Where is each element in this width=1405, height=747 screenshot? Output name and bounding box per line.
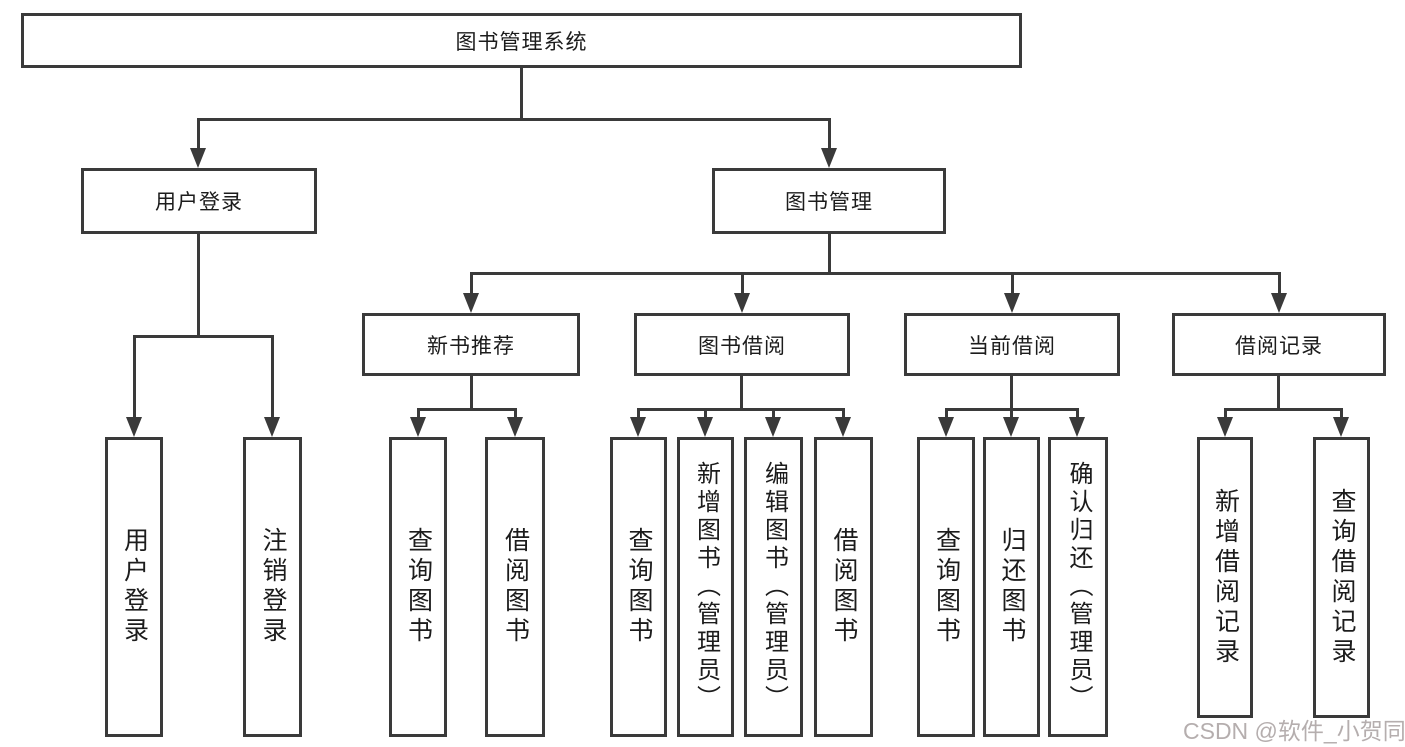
- node-new-book-rec-label: 新书推荐: [427, 334, 515, 358]
- node-book-mgmt-label: 图书管理: [785, 191, 873, 214]
- connector-book-mgmt-split: [470, 272, 1281, 275]
- leaf-borrow-edit-book-admin-label: 编辑图书（管理员）: [760, 461, 788, 713]
- arrowhead-down-icon: [630, 417, 646, 437]
- connector-user-login-stem: [197, 234, 200, 335]
- connector-user-login-split: [133, 335, 274, 338]
- leaf-current-return-book-label: 归还图书: [998, 527, 1026, 647]
- arrowhead-down-icon: [507, 417, 523, 437]
- leaf-current-return-book: 归还图书: [983, 437, 1040, 737]
- node-current-borrow-label: 当前借阅: [968, 334, 1056, 358]
- arrowhead-down-icon: [264, 417, 280, 437]
- connector-borrow-record-stem: [1277, 376, 1280, 408]
- leaf-borrow-borrow-book-label: 借阅图书: [830, 527, 858, 647]
- arrowhead-down-icon: [734, 293, 750, 313]
- node-borrow-record-label: 借阅记录: [1235, 334, 1323, 358]
- connector-new-book-split: [417, 408, 517, 411]
- node-root-label: 图书管理系统: [455, 30, 588, 54]
- connector-drop-borrow-record: [1278, 272, 1281, 295]
- connector-drop-current-borrow: [1011, 272, 1014, 295]
- node-user-login-label: 用户登录: [155, 191, 243, 214]
- connector-drop-book-borrow: [741, 272, 744, 295]
- node-book-borrow-label: 图书借阅: [698, 334, 786, 358]
- arrowhead-down-icon: [1217, 417, 1233, 437]
- connector-book-borrow-stem: [740, 376, 743, 408]
- arrowhead-down-icon: [697, 417, 713, 437]
- arrowhead-down-icon: [821, 148, 837, 168]
- connector-book-borrow-split: [637, 408, 845, 411]
- node-user-login: 用户登录: [81, 168, 317, 234]
- node-book-mgmt: 图书管理: [712, 168, 946, 234]
- leaf-current-confirm-return-admin: 确认归还（管理员）: [1048, 437, 1108, 737]
- leaf-borrow-add-book-admin: 新增图书（管理员）: [677, 437, 734, 737]
- arrowhead-down-icon: [835, 417, 851, 437]
- connector-drop-b4: [842, 408, 845, 418]
- arrowhead-down-icon: [126, 417, 142, 437]
- leaf-borrow-query-book: 查询图书: [610, 437, 667, 737]
- leaf-current-confirm-return-admin-label: 确认归还（管理员）: [1065, 461, 1092, 713]
- leaf-newrec-query-book-label: 查询图书: [404, 527, 433, 647]
- arrowhead-down-icon: [463, 293, 479, 313]
- node-book-borrow: 图书借阅: [634, 313, 850, 376]
- connector-root-stem: [520, 68, 523, 118]
- leaf-current-query-book-label: 查询图书: [932, 527, 961, 647]
- connector-drop-new-book: [470, 272, 473, 295]
- node-current-borrow: 当前借阅: [904, 313, 1120, 376]
- leaf-borrow-borrow-book: 借阅图书: [814, 437, 873, 737]
- arrowhead-down-icon: [1333, 417, 1349, 437]
- connector-new-book-stem: [470, 376, 473, 408]
- node-borrow-record: 借阅记录: [1172, 313, 1386, 376]
- arrowhead-down-icon: [190, 148, 206, 168]
- arrowhead-down-icon: [765, 417, 781, 437]
- leaf-record-query: 查询借阅记录: [1313, 437, 1370, 718]
- leaf-user-login-label: 用户登录: [120, 527, 149, 647]
- leaf-record-query-label: 查询借阅记录: [1328, 487, 1356, 668]
- connector-current-borrow-stem: [1010, 376, 1013, 408]
- leaf-current-query-book: 查询图书: [917, 437, 975, 737]
- arrowhead-down-icon: [1271, 293, 1287, 313]
- connector-drop-d2: [1340, 408, 1343, 418]
- connector-root-split: [197, 118, 831, 121]
- connector-drop-b3: [772, 408, 775, 418]
- leaf-newrec-query-book: 查询图书: [389, 437, 447, 737]
- arrowhead-down-icon: [938, 417, 954, 437]
- watermark: CSDN @软件_小贺同学: [1183, 718, 1405, 744]
- connector-drop-a1: [417, 408, 420, 418]
- leaf-newrec-borrow-book: 借阅图书: [485, 437, 545, 737]
- connector-borrow-record-split: [1224, 408, 1341, 411]
- leaf-borrow-query-book-label: 查询图书: [625, 527, 653, 647]
- connector-drop-book-mgmt: [828, 118, 831, 150]
- leaf-borrow-add-book-admin-label: 新增图书（管理员）: [692, 461, 720, 713]
- node-new-book-rec: 新书推荐: [362, 313, 580, 376]
- connector-drop-leaf-login: [133, 335, 136, 417]
- leaf-newrec-borrow-book-label: 借阅图书: [501, 527, 530, 647]
- connector-drop-c1: [945, 408, 948, 418]
- connector-drop-b1: [637, 408, 640, 418]
- arrowhead-down-icon: [1069, 417, 1085, 437]
- connector-book-mgmt-stem: [828, 234, 831, 272]
- leaf-logout-label: 注销登录: [259, 527, 287, 647]
- connector-drop-d1: [1224, 408, 1227, 418]
- connector-drop-c2: [1010, 408, 1013, 418]
- connector-drop-leaf-logout: [271, 335, 274, 417]
- leaf-logout: 注销登录: [243, 437, 302, 737]
- arrowhead-down-icon: [410, 417, 426, 437]
- leaf-borrow-edit-book-admin: 编辑图书（管理员）: [744, 437, 803, 737]
- leaf-record-add: 新增借阅记录: [1197, 437, 1253, 718]
- connector-drop-b2: [704, 408, 707, 418]
- arrowhead-down-icon: [1003, 417, 1019, 437]
- leaf-user-login: 用户登录: [105, 437, 163, 737]
- connector-drop-c3: [1076, 408, 1079, 418]
- connector-drop-a2: [514, 408, 517, 418]
- leaf-record-add-label: 新增借阅记录: [1211, 487, 1240, 668]
- connector-drop-user-login: [197, 118, 200, 150]
- node-root: 图书管理系统: [21, 13, 1022, 68]
- arrowhead-down-icon: [1004, 293, 1020, 313]
